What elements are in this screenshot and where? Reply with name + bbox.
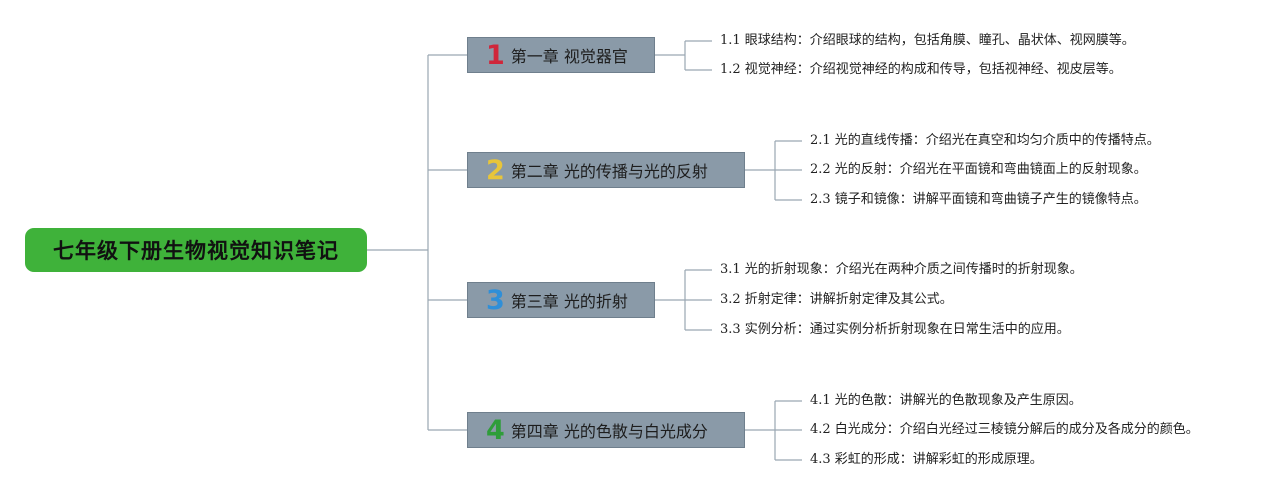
- chapter-4-item-2[interactable]: 4.2 白光成分：介绍白光经过三棱镜分解后的成分及各成分的颜色。: [810, 422, 1199, 437]
- chapter-4-node[interactable]: 4 第四章 光的色散与白光成分: [467, 412, 745, 448]
- chapter-1-item-2[interactable]: 1.2 视觉神经：介绍视觉神经的构成和传导，包括视神经、视皮层等。: [720, 62, 1122, 77]
- chapter-2-item-3[interactable]: 2.3 镜子和镜像：讲解平面镜和弯曲镜子产生的镜像特点。: [810, 192, 1147, 207]
- chapter-4-item-1[interactable]: 4.1 光的色散：讲解光的色散现象及产生原因。: [810, 393, 1082, 408]
- number-2-icon: 2: [486, 154, 505, 186]
- chapter-3-item-3[interactable]: 3.3 实例分析：通过实例分析折射现象在日常生活中的应用。: [720, 322, 1070, 337]
- number-3-icon: 3: [486, 284, 505, 316]
- number-4-icon: 4: [486, 414, 505, 446]
- chapter-3-node[interactable]: 3 第三章 光的折射: [467, 282, 655, 318]
- chapter-3-item-1[interactable]: 3.1 光的折射现象：介绍光在两种介质之间传播时的折射现象。: [720, 262, 1083, 277]
- leaf-connectors-ch4: [745, 400, 802, 461]
- leaf-connectors-ch1: [655, 40, 712, 71]
- chapter-4-item-3[interactable]: 4.3 彩虹的形成：讲解彩虹的形成原理。: [810, 452, 1043, 467]
- chapter-1-node[interactable]: 1 第一章 视觉器官: [467, 37, 655, 73]
- chapter-1-title: 第一章 视觉器官: [510, 47, 628, 66]
- chapter-2-item-2[interactable]: 2.2 光的反射：介绍光在平面镜和弯曲镜面上的反射现象。: [810, 162, 1147, 177]
- chapter-4-title: 第四章 光的色散与白光成分: [510, 422, 708, 441]
- chapter-2-title: 第二章 光的传播与光的反射: [510, 162, 708, 181]
- leaf-connectors-ch2: [745, 140, 802, 201]
- chapter-2-node[interactable]: 2 第二章 光的传播与光的反射: [467, 152, 745, 188]
- chapter-1-item-1[interactable]: 1.1 眼球结构：介绍眼球的结构，包括角膜、瞳孔、晶状体、视网膜等。: [720, 33, 1135, 48]
- number-1-icon: 1: [486, 39, 505, 71]
- chapter-3-title: 第三章 光的折射: [510, 292, 628, 311]
- leaf-connectors-ch3: [655, 269, 712, 331]
- root-topic[interactable]: 七年级下册生物视觉知识笔记: [25, 228, 367, 272]
- chapter-3-item-2[interactable]: 3.2 折射定律：讲解折射定律及其公式。: [720, 292, 953, 307]
- chapter-2-item-1[interactable]: 2.1 光的直线传播：介绍光在真空和均匀介质中的传播特点。: [810, 133, 1160, 148]
